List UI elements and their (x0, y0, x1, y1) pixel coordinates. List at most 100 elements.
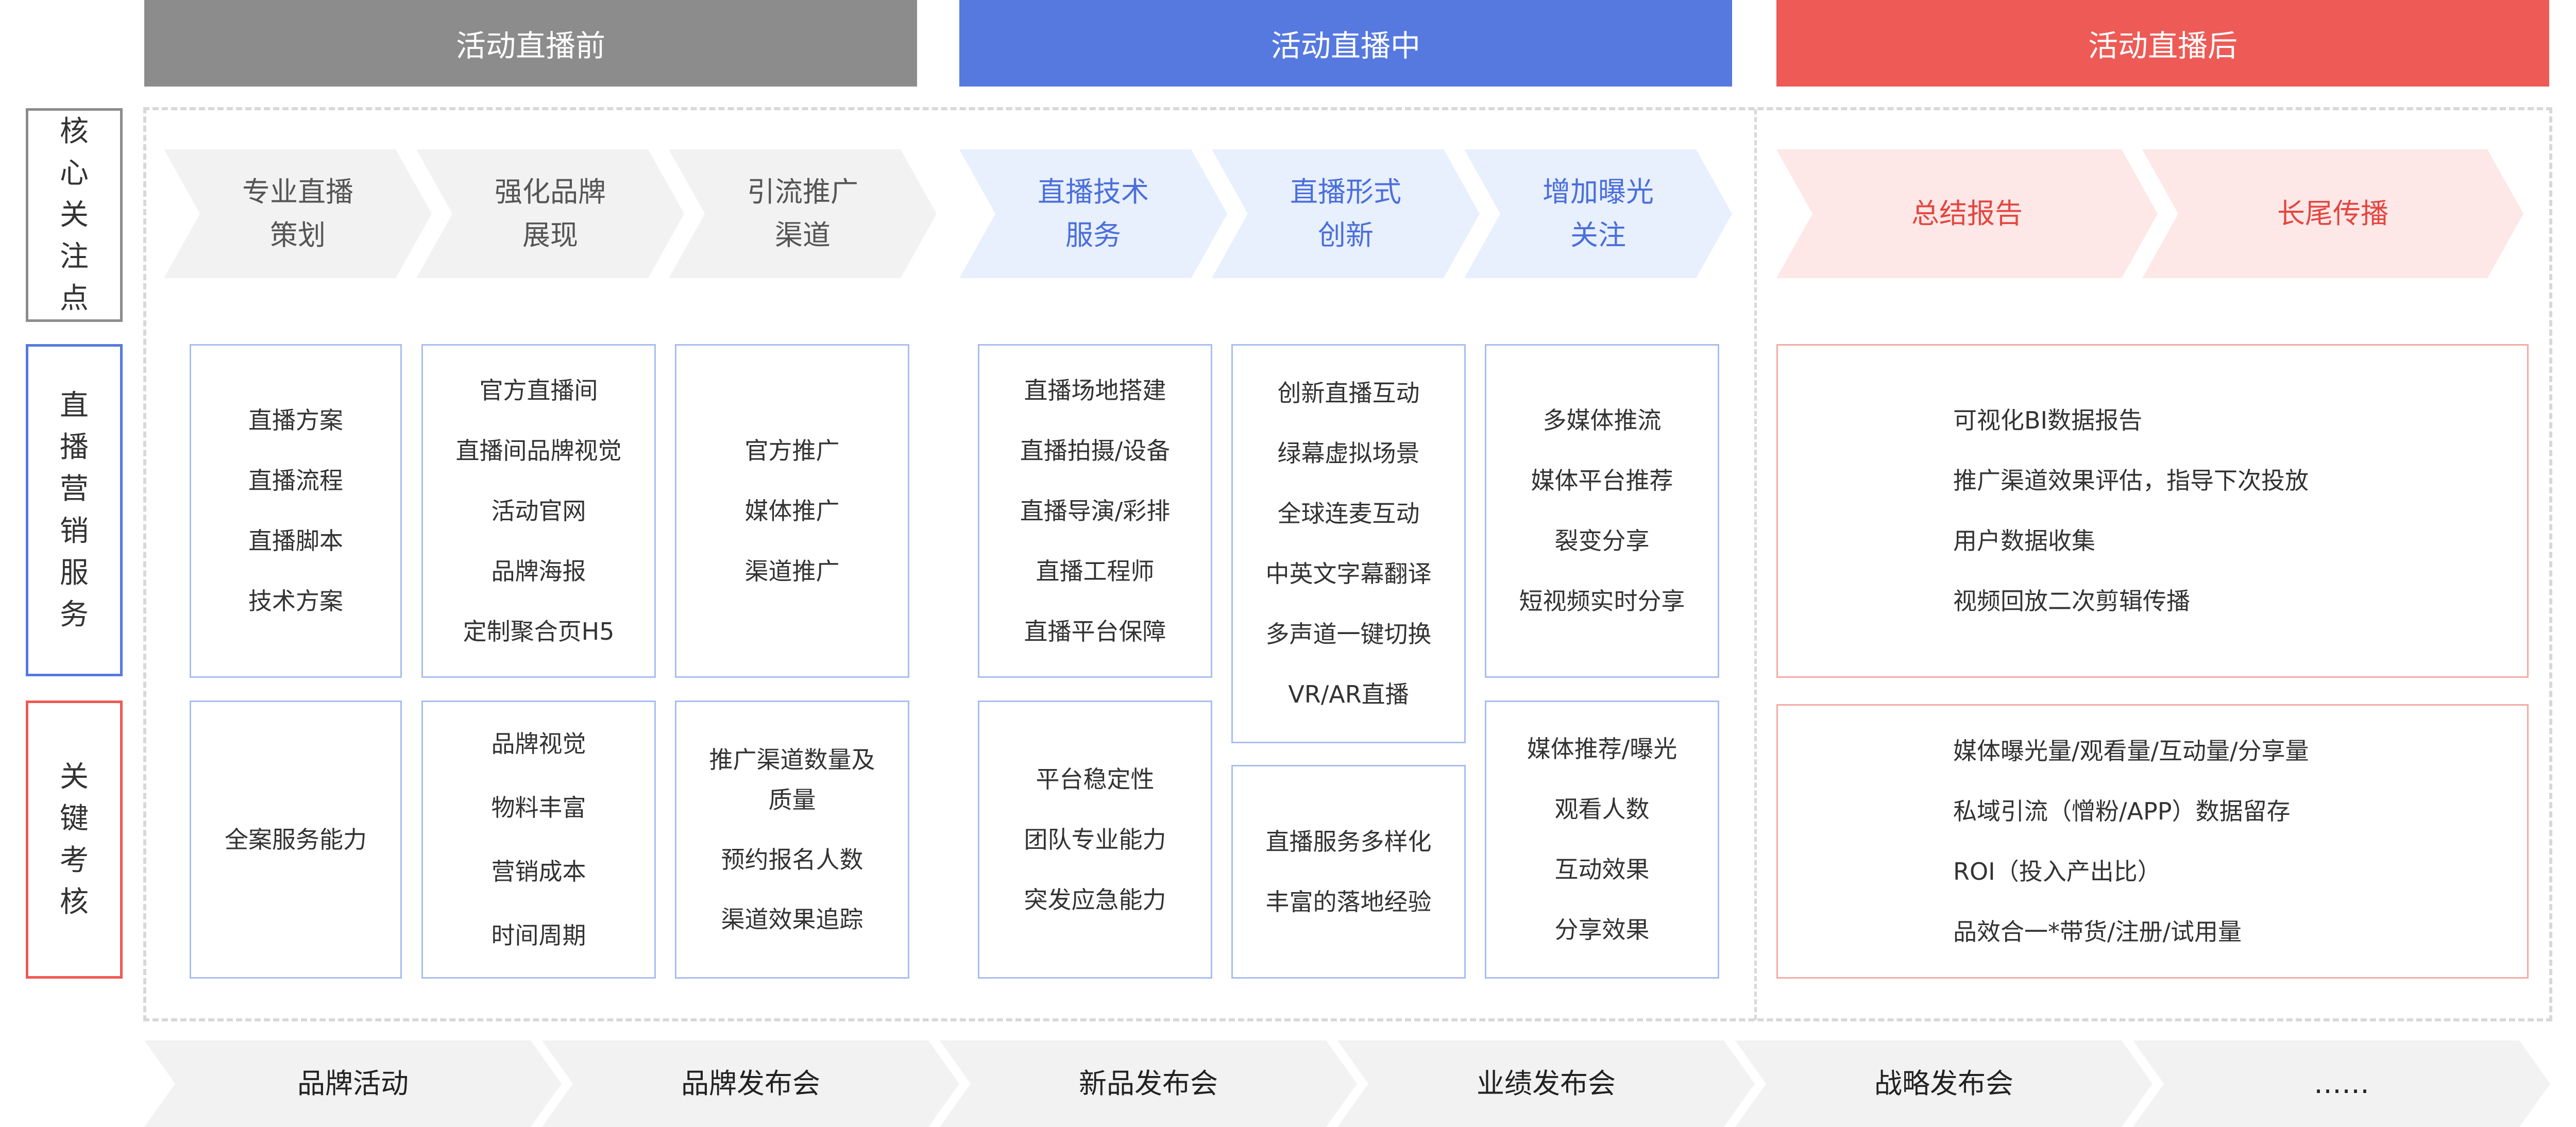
service-card: 直播方案 直播流程 直播脚本 技术方案 (190, 344, 402, 678)
row-label-char: 核 (60, 114, 89, 148)
service-card: 官方推广 媒体推广 渠道推广 (675, 344, 909, 678)
event-type-label: …… (2314, 1067, 2369, 1100)
phase-header-before: 活动直播前 (144, 0, 917, 87)
kpi-card: 品牌视觉 物料丰富 营销成本 时间周期 (421, 701, 656, 979)
kpi-item: 互动效果 (1554, 856, 1650, 883)
phase-label: 活动直播后 (2088, 28, 2238, 63)
chevron-shape (1735, 1040, 2153, 1127)
row-label-char: 注 (60, 240, 89, 274)
service-item: 全球连麦互动 (1277, 499, 1420, 527)
focus-text: 创新 (1318, 219, 1374, 251)
event-type-chevron: 品牌活动 (144, 1040, 562, 1127)
row-label-char: 心 (60, 156, 89, 190)
kpi-item: 品牌视觉 (491, 730, 586, 758)
chevron-shape (959, 149, 1227, 278)
chevron-shape (2142, 149, 2523, 278)
row-label-kpi: 关 键 考 核 (26, 701, 123, 979)
service-item: 直播流程 (248, 467, 343, 494)
kpi-item: 媒体曝光量/观看量/互动量/分享量 (1953, 737, 2309, 765)
focus-text: 引流推广 (747, 176, 858, 209)
chevron-shape (669, 149, 937, 278)
focus-chevron: 直播形式 创新 (1212, 149, 1480, 278)
service-item: 多声道一键切换 (1265, 620, 1432, 648)
event-type-chevron: 品牌发布会 (542, 1040, 959, 1127)
phase-label: 活动直播前 (455, 28, 605, 63)
chevron-shape (164, 149, 432, 278)
kpi-item: 私域引流（憎粉/APP）数据留存 (1953, 797, 2291, 825)
event-type-chevron: 业绩发布会 (1337, 1040, 1755, 1127)
service-item: 直播脚本 (248, 527, 343, 555)
service-item: 直播场地搭建 (1024, 376, 1166, 404)
service-item: 媒体平台推荐 (1531, 467, 1673, 494)
kpi-item: 推广渠道数量及 (709, 746, 875, 774)
row-label-char: 播 (60, 431, 89, 465)
focus-text: 直播技术 (1038, 176, 1149, 209)
focus-text: 服务 (1065, 219, 1121, 251)
service-card: 官方直播间 直播间品牌视觉 活动官网 品牌海报 定制聚合页H5 (421, 344, 656, 678)
kpi-card: 全案服务能力 (190, 701, 402, 979)
row-label-char: 营 (60, 472, 89, 506)
row-label-services: 直 播 营 销 服 务 (26, 344, 123, 676)
service-item: 定制聚合页H5 (463, 617, 615, 645)
kpi-item: ROI（投入产出比） (1953, 857, 2161, 885)
service-item: 直播方案 (248, 406, 343, 434)
service-card: 可视化BI数据报告 推广渠道效果评估，指导下次投放 用户数据收集 视频回放二次剪… (1776, 344, 2529, 678)
kpi-card: 直播服务多样化 丰富的落地经验 (1231, 765, 1466, 979)
service-item: 直播间品牌视觉 (455, 436, 622, 465)
focus-chevron: 长尾传播 (2142, 149, 2523, 278)
kpi-item: 分享效果 (1554, 916, 1650, 944)
kpi-item: 观看人数 (1554, 795, 1650, 823)
event-type-chevron: 战略发布会 (1735, 1040, 2153, 1127)
service-item: 创新直播互动 (1277, 379, 1420, 407)
chevron-shape (1776, 149, 2158, 278)
focus-text: 渠道 (775, 219, 831, 251)
service-item: 直播导演/彩排 (1020, 497, 1171, 525)
focus-text: 直播形式 (1290, 176, 1401, 209)
focus-chevron: 专业直播 策划 (164, 149, 432, 278)
chevron-shape (2133, 1040, 2550, 1127)
chevron-shape (542, 1040, 959, 1127)
event-type-label: 新品发布会 (1079, 1067, 1218, 1100)
chevron-shape (1337, 1040, 1755, 1127)
event-type-label: 品牌发布会 (681, 1067, 820, 1100)
service-item: 直播拍摄/设备 (1020, 436, 1171, 465)
focus-text: 增加曝光 (1543, 176, 1654, 209)
kpi-item: 营销成本 (491, 858, 586, 885)
service-item: 官方直播间 (479, 376, 598, 404)
kpi-item: 品效合一*带货/注册/试用量 (1953, 917, 2242, 946)
service-item: 媒体推广 (744, 497, 840, 525)
kpi-item: 突发应急能力 (1024, 885, 1166, 914)
service-item: 用户数据收集 (1953, 527, 2095, 555)
service-item: VR/AR直播 (1288, 680, 1409, 708)
service-item: 短视频实时分享 (1519, 587, 1685, 615)
row-label-char: 服 (60, 556, 89, 590)
service-item: 直播平台保障 (1024, 617, 1166, 645)
kpi-item: 丰富的落地经验 (1265, 887, 1432, 916)
service-item: 官方推广 (744, 436, 840, 465)
focus-text: 策划 (270, 219, 326, 251)
event-type-label: 品牌活动 (297, 1067, 409, 1100)
row-label-focus: 核 心 关 注 点 (26, 108, 123, 322)
event-type-chevron: 新品发布会 (940, 1040, 1357, 1127)
service-item: 多媒体推流 (1543, 406, 1662, 434)
kpi-item: 预约报名人数 (721, 846, 863, 874)
kpi-item: 渠道效果追踪 (721, 906, 863, 933)
chevron-shape (1464, 149, 1732, 278)
service-card: 创新直播互动 绿幕虚拟场景 全球连麦互动 中英文字幕翻译 多声道一键切换 VR/… (1231, 344, 1466, 743)
row-label-char: 关 (60, 198, 89, 232)
row-label-char: 销 (60, 514, 89, 548)
focus-chevron: 强化品牌 展现 (416, 149, 684, 278)
kpi-card: 媒体推荐/曝光 观看人数 互动效果 分享效果 (1485, 701, 1719, 979)
focus-chevron: 引流推广 渠道 (669, 149, 937, 278)
row-label-char: 核 (60, 885, 89, 919)
row-label-char: 点 (60, 282, 89, 316)
service-item: 裂变分享 (1554, 527, 1650, 555)
kpi-item: 直播服务多样化 (1265, 827, 1432, 856)
phase-divider (1754, 109, 1757, 1020)
row-label-char: 键 (60, 801, 89, 835)
focus-text: 强化品牌 (495, 176, 606, 209)
service-item: 技术方案 (248, 587, 343, 615)
service-item: 中英文字幕翻译 (1265, 559, 1432, 588)
service-item: 视频回放二次剪辑传播 (1953, 587, 2190, 615)
kpi-card: 推广渠道数量及 质量 预约报名人数 渠道效果追踪 (675, 701, 909, 979)
